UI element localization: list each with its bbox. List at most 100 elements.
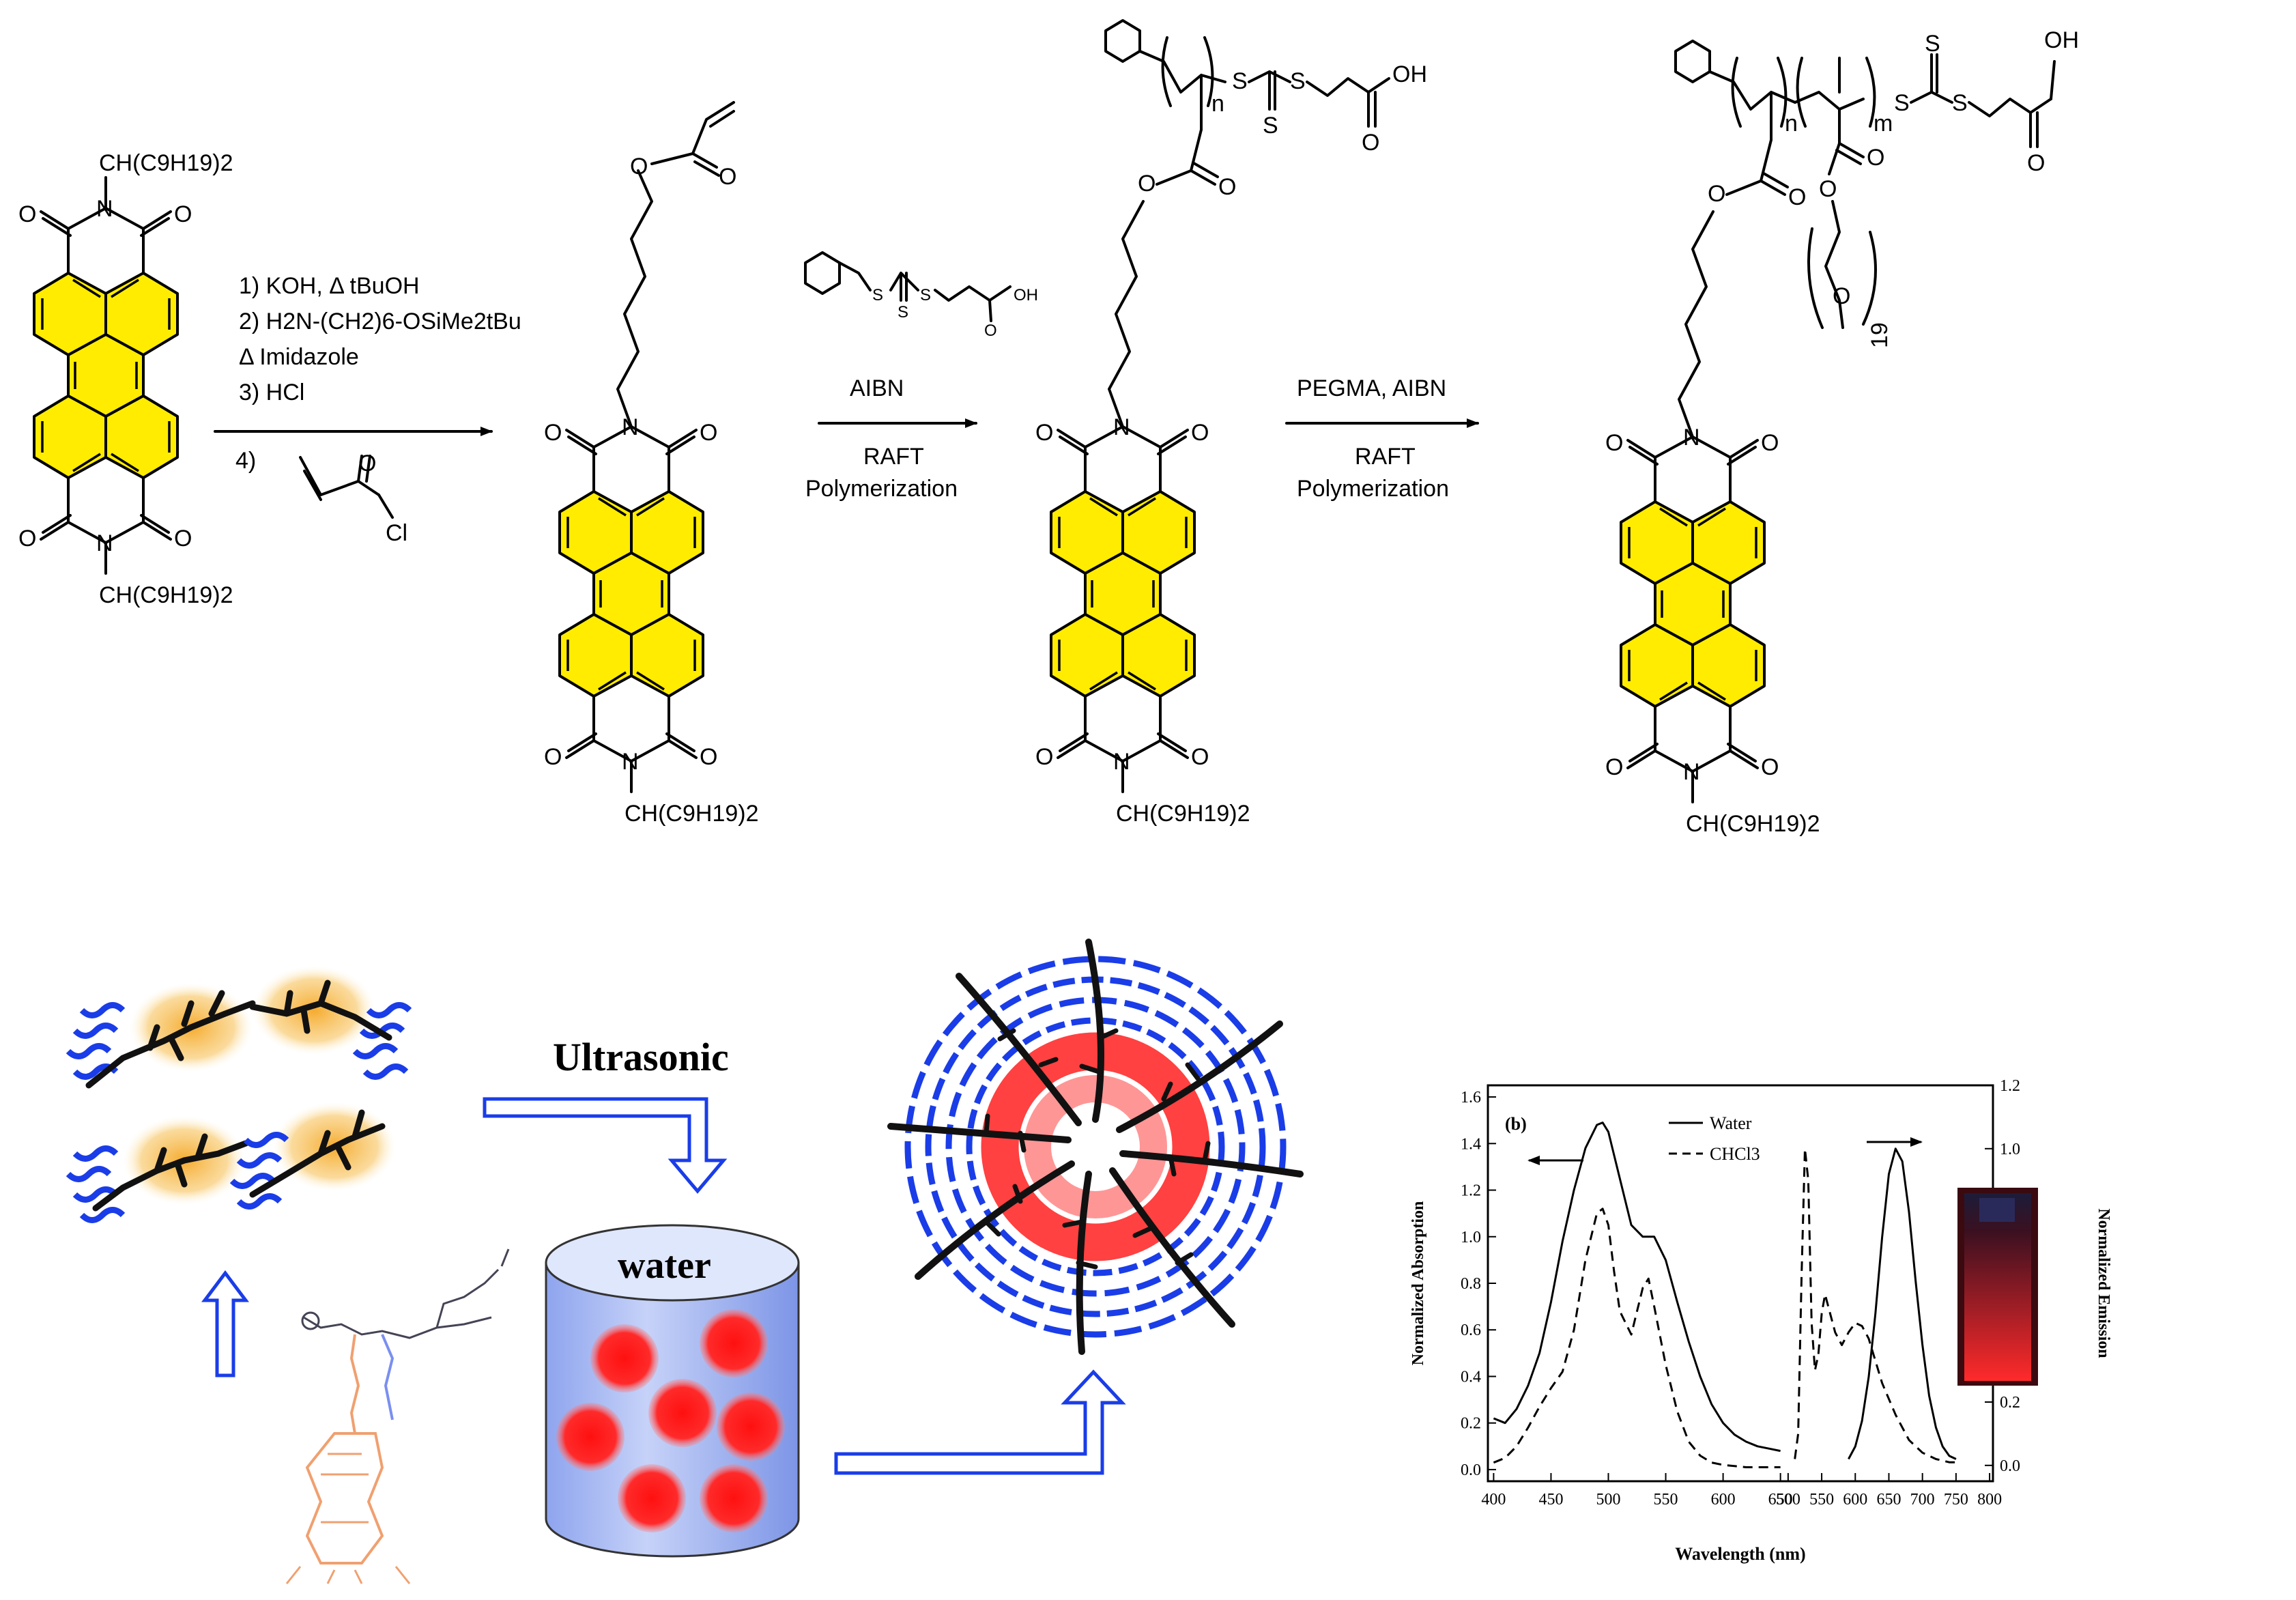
- start-top-o-left: O: [18, 201, 36, 227]
- x-tick-label: 800: [1977, 1491, 2002, 1509]
- step1-conditions: 1) KOH, Δ tBuOH 2) H2N-(CH2)6-OSiMe2tBu …: [214, 273, 521, 546]
- monomer-o4: O: [700, 744, 717, 770]
- step2-reagent: AIBN: [850, 375, 904, 401]
- pdi-block-copolymer: O O n m O O O 19 S S S OH O N O O N O O …: [1605, 27, 2079, 837]
- acryl-o: O: [358, 451, 376, 476]
- series-line-chcl3-left: [1493, 1208, 1781, 1468]
- cta-oh: OH: [1014, 286, 1038, 304]
- block-s3: S: [1952, 90, 1968, 116]
- cta-s2: S: [920, 286, 931, 304]
- step2-method1: RAFT: [863, 444, 924, 470]
- block-top-n: N: [1683, 425, 1700, 451]
- step1-line3: Δ Imidazole: [239, 344, 359, 370]
- assembly-panel: Ultrasonic water: [66, 939, 1304, 1584]
- block-m: m: [1874, 111, 1893, 137]
- y-left-tick-label: 1.2: [1461, 1182, 1481, 1200]
- block-o3: O: [1605, 754, 1623, 780]
- water-label: water: [618, 1244, 711, 1287]
- homo-n: n: [1211, 91, 1224, 117]
- step1-line4: 3) HCl: [239, 380, 304, 405]
- micelle-illustration: [887, 939, 1304, 1355]
- y-left-tick-label: 0.2: [1461, 1415, 1481, 1433]
- homo-oh: OH: [1392, 61, 1427, 87]
- block-peg-o: O: [1833, 283, 1850, 309]
- block-bottom-n: N: [1683, 759, 1700, 785]
- block-o2: O: [1761, 430, 1779, 456]
- x-tick-label: 400: [1481, 1491, 1506, 1509]
- y-right-tick-label: 1.2: [2000, 1077, 2020, 1095]
- micelle-dot: [700, 1309, 768, 1377]
- step2-method2: Polymerization: [805, 476, 958, 502]
- polymer-cluster-1: [66, 983, 256, 1089]
- x-tick-label: 750: [1944, 1491, 1968, 1509]
- x-axis-label: Wavelength (nm): [1675, 1544, 1805, 1564]
- x-tick-label: 450: [1538, 1491, 1563, 1509]
- micelle-dot: [618, 1464, 686, 1532]
- start-top-o-right: O: [174, 201, 192, 227]
- y-left-tick-label: 0.0: [1461, 1461, 1481, 1479]
- homo-bottom-n: N: [1113, 749, 1130, 775]
- polymer-cluster-3: [66, 1116, 249, 1223]
- spectra-chart: (b) Water CHCl3 Normalized Absorption No…: [1409, 1077, 2112, 1564]
- polymer-cluster-4: [229, 1102, 396, 1210]
- up-arrow-icon: [201, 1270, 249, 1377]
- monomer-o3: O: [544, 744, 562, 770]
- micelle-dot: [717, 1392, 785, 1461]
- bent-arrow-to-micelle-icon: [834, 1369, 1126, 1475]
- block-oh: OH: [2044, 27, 2079, 53]
- monomer-top-n: N: [622, 414, 639, 440]
- step3-reagent: PEGMA, AIBN: [1297, 375, 1446, 401]
- block-n: n: [1785, 111, 1798, 137]
- x-tick-label: 650: [1876, 1491, 1901, 1509]
- y-left-tick-label: 1.4: [1461, 1135, 1481, 1153]
- pdi-homopolymer: O O n S S S OH O N O O N O O CH(C9H19)2: [1035, 19, 1427, 827]
- x-tick-label: 700: [1910, 1491, 1935, 1509]
- block-peg-repeat: 19: [1867, 322, 1893, 348]
- y-right-tick-label: 0.2: [2000, 1394, 2020, 1412]
- series-line-water-right: [1848, 1147, 1957, 1460]
- homo-s3: S: [1290, 68, 1306, 94]
- step1-line5: 4): [235, 448, 256, 474]
- homo-ester-o: O: [1138, 171, 1156, 197]
- monomer-o2: O: [700, 420, 717, 446]
- right-axis-label: Normalized Emission: [2095, 1208, 2112, 1358]
- x-tick-label: 500: [1776, 1491, 1800, 1509]
- homo-o1: O: [1035, 420, 1053, 446]
- pdi-monomer: O O N O O N O O CH(C9H19)2: [544, 101, 759, 827]
- step3-method1: RAFT: [1355, 444, 1416, 470]
- start-bottom-n: N: [96, 530, 113, 556]
- block-bottom-substituent: CH(C9H19)2: [1686, 811, 1820, 837]
- step3-conditions: PEGMA, AIBN RAFT Polymerization: [1285, 375, 1479, 502]
- legend-chcl3: CHCl3: [1710, 1144, 1760, 1164]
- block-carbonyl-o: O: [1788, 184, 1806, 210]
- block-acid-o: O: [2027, 150, 2045, 176]
- y-left-tick-label: 1.0: [1461, 1229, 1481, 1246]
- homo-acid-o: O: [1362, 130, 1379, 156]
- x-tick-label: 500: [1596, 1491, 1620, 1509]
- x-tick-label: 600: [1843, 1491, 1867, 1509]
- bent-arrow-to-water-icon: [483, 1097, 728, 1194]
- block-peg-ester-o: O: [1819, 176, 1837, 202]
- y-left-tick-label: 0.4: [1461, 1368, 1481, 1386]
- micelle-dot: [648, 1379, 717, 1447]
- polymer-structure-thumbnail: [285, 1248, 510, 1584]
- monomer-o1: O: [544, 420, 562, 446]
- block-o1: O: [1605, 430, 1623, 456]
- step3-method2: Polymerization: [1297, 476, 1449, 502]
- block-o4: O: [1761, 754, 1779, 780]
- step2-conditions: S S S OH O AIBN RAFT Polymerization: [804, 251, 1038, 502]
- micelle-dot: [556, 1403, 625, 1471]
- series-layer: [1493, 1122, 1957, 1468]
- left-axis-label: Normalized Absorption: [1409, 1201, 1427, 1366]
- x-tick-label: 600: [1711, 1491, 1736, 1509]
- x-tick-label: 650: [1768, 1491, 1793, 1509]
- monomer-bottom-n: N: [622, 749, 639, 775]
- monomer-ester-o: O: [630, 154, 648, 180]
- step1-line1: 1) KOH, Δ tBuOH: [239, 273, 420, 299]
- y-left-tick-label: 0.8: [1461, 1275, 1481, 1293]
- vial-photo-inset: [1957, 1188, 2038, 1386]
- x-tick-label: 550: [1809, 1491, 1834, 1509]
- y-left-tick-label: 1.6: [1461, 1089, 1481, 1106]
